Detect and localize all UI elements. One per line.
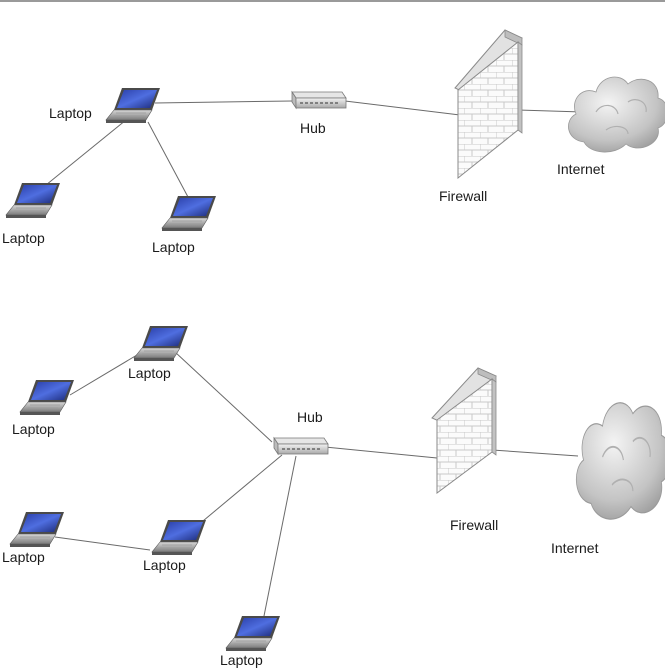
- node-label: Laptop: [220, 652, 263, 668]
- firewall-icon: [431, 367, 497, 494]
- laptop-icon: [161, 195, 217, 232]
- node-label: Hub: [300, 120, 326, 136]
- edge-firewall-internet: [491, 449, 579, 457]
- edge-hub-firewall: [344, 100, 461, 116]
- laptop-icon: [133, 325, 189, 362]
- cloud-icon: [575, 401, 665, 521]
- top-rule: [0, 0, 665, 2]
- node-label: Firewall: [450, 517, 498, 533]
- node-label: Internet: [551, 540, 599, 556]
- edge-hub-laptop-5: [262, 455, 297, 622]
- laptop-icon: [225, 615, 281, 652]
- laptop-icon: [5, 182, 61, 219]
- node-label: Hub: [297, 409, 323, 425]
- node-label: Laptop: [143, 557, 186, 573]
- node-label: Laptop: [12, 421, 55, 437]
- node-label: Internet: [557, 161, 605, 177]
- node-label: Laptop: [128, 365, 171, 381]
- node-label: Laptop: [2, 549, 45, 565]
- node-label: Firewall: [439, 188, 487, 204]
- hub-icon: [291, 91, 347, 109]
- hub-icon: [273, 437, 329, 455]
- edge-laptop-1-hub: [174, 351, 273, 443]
- laptop-icon: [105, 87, 161, 124]
- cloud-icon: [567, 76, 665, 153]
- laptop-icon: [9, 511, 65, 548]
- firewall-icon: [454, 29, 523, 180]
- edge-laptop-3-laptop-4: [54, 536, 151, 551]
- edge-hub-firewall: [324, 446, 438, 459]
- laptop-icon: [151, 519, 207, 556]
- edge-laptop-2-laptop-1: [69, 351, 143, 396]
- node-label: Laptop: [2, 230, 45, 246]
- edge-laptop-a-hub: [154, 100, 293, 104]
- edge-laptop-a-laptop-b: [45, 119, 127, 186]
- node-label: Laptop: [152, 239, 195, 255]
- edge-laptop-a-laptop-c: [147, 121, 189, 198]
- node-label: Laptop: [49, 105, 92, 121]
- laptop-icon: [19, 379, 75, 416]
